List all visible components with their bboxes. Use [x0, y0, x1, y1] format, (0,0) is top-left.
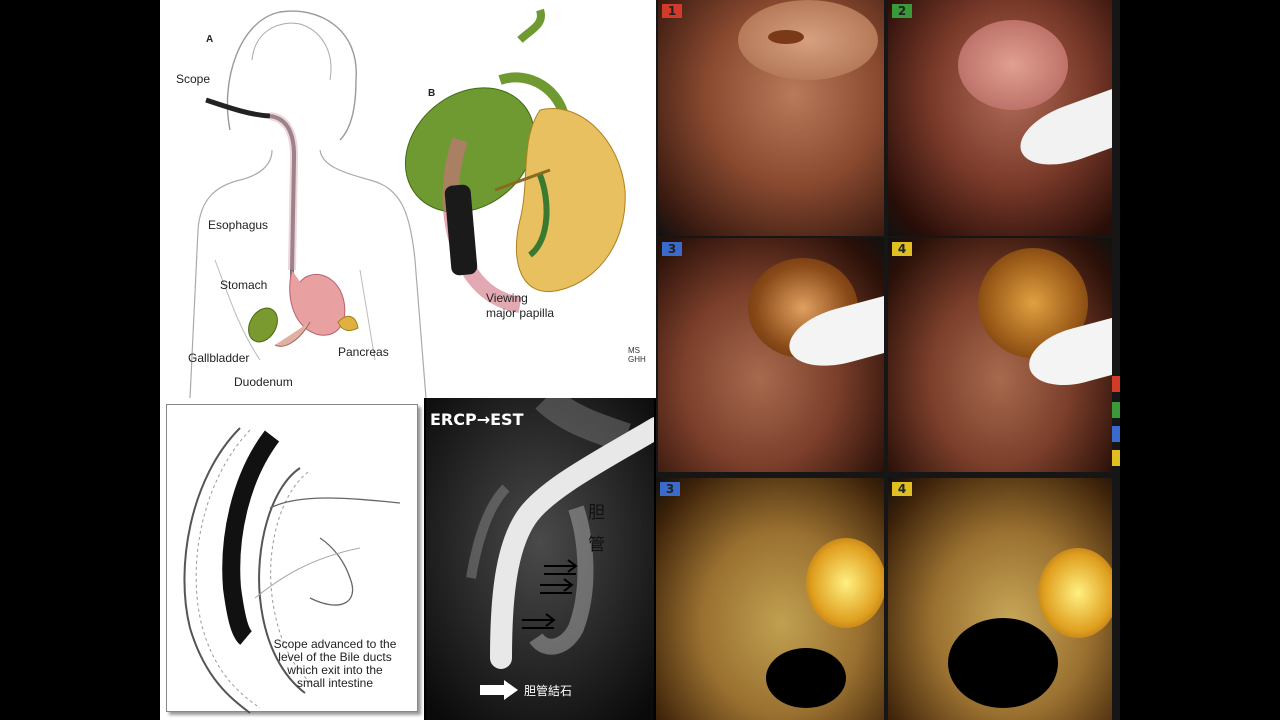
tile-number-badge: 3 [660, 482, 680, 496]
scope-caption: Scope advanced to the level of the Bile … [260, 638, 410, 690]
ercp-xray: ERCP→EST 胆 管 胆管結石 [426, 398, 654, 720]
endoscopy-tile-4: 4 [888, 238, 1112, 472]
caption-line: which exit into the [287, 663, 383, 677]
duct-label-2: 管 [588, 535, 605, 554]
endoscopy-tile-5: 3 [656, 478, 884, 720]
caption-line: Scope advanced to the [273, 637, 397, 651]
side-tab-yellow [1112, 450, 1120, 466]
caption-line: small intestine [296, 676, 374, 690]
label-esophagus: Esophagus [208, 218, 269, 232]
endoscopy-tile-6: 4 [888, 478, 1112, 720]
label-duodenum: Duodenum [234, 375, 293, 389]
tile-number-badge: 3 [662, 242, 682, 256]
side-tab-red [1112, 376, 1120, 392]
anatomy-illustration: A B Scope Esophagus Stomach Gallbladder … [160, 0, 656, 398]
label-scope: Scope [176, 72, 211, 86]
tile-number-badge: 2 [892, 4, 912, 18]
side-tab-green [1112, 402, 1120, 418]
tile-number-badge: 1 [662, 4, 682, 18]
label-viewing-1: Viewing [486, 291, 528, 305]
label-viewing-2: major papilla [486, 306, 555, 320]
diagram-frame [166, 404, 418, 712]
scope-diagram: Scope advanced to the level of the Bile … [160, 398, 424, 720]
stone-label: 胆管結石 [524, 684, 573, 698]
label-pancreas: Pancreas [338, 345, 389, 359]
caption-line: level of the Bile ducts [278, 650, 392, 664]
scope-drawing [183, 427, 401, 714]
endoscopy-tile-1: 1 [658, 0, 884, 236]
xray-image [426, 398, 654, 720]
tile-number-badge: 4 [892, 482, 912, 496]
endoscopy-tile-2: 2 [888, 0, 1112, 236]
duct-label-1: 胆 [588, 503, 605, 522]
panel-b-letter: B [428, 88, 436, 99]
endoscopy-tile-3: 3 [658, 238, 884, 472]
label-gallbladder: Gallbladder [188, 351, 250, 365]
panel-a-letter: A [206, 34, 214, 45]
side-tab-blue [1112, 426, 1120, 442]
ercp-title: ERCP→EST [430, 410, 524, 429]
signature-mark: MS GHH [628, 346, 646, 364]
tile-number-badge: 4 [892, 242, 912, 256]
anatomy-drawing [189, 8, 626, 398]
label-stomach: Stomach [220, 278, 268, 292]
endoscopy-grid: 1 2 3 4 3 4 [656, 0, 1120, 720]
